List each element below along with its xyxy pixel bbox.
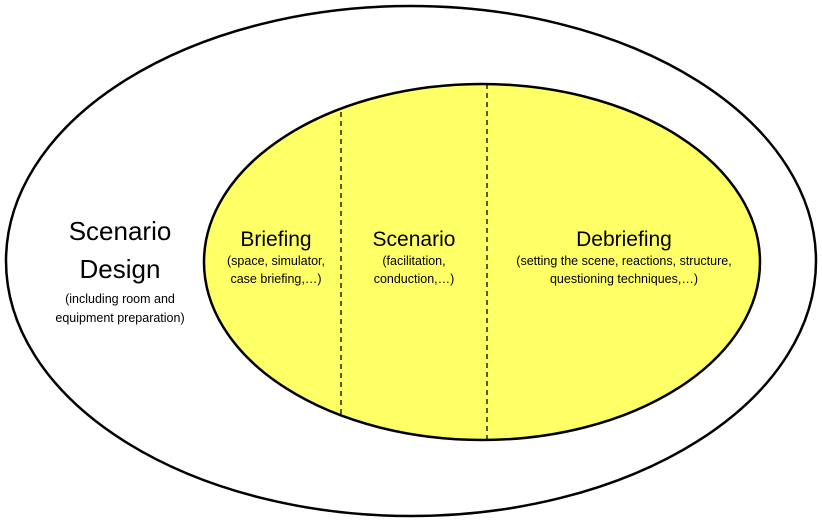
scenario-note-line2: conduction,…) <box>373 272 455 286</box>
briefing-note-line2: case briefing,…) <box>230 272 322 286</box>
outer-title-line2: Design <box>79 254 161 284</box>
scenario-title: Scenario <box>372 228 456 251</box>
scenario-note-line1: (facilitation, <box>382 254 446 268</box>
outer-note-line1: (including room and <box>65 292 175 306</box>
debriefing-note-line1: (setting the scene, reactions, structure… <box>516 254 732 268</box>
outer-title-line1: Scenario <box>68 216 172 246</box>
briefing-title: Briefing <box>240 228 312 251</box>
inner-ellipse <box>202 82 762 442</box>
outer-note-line2: equipment preparation) <box>55 311 185 325</box>
debriefing-note-line2: questioning techniques,…) <box>549 272 698 286</box>
briefing-note-line1: (space, simulator, <box>227 254 325 268</box>
debriefing-title: Debriefing <box>576 228 672 251</box>
